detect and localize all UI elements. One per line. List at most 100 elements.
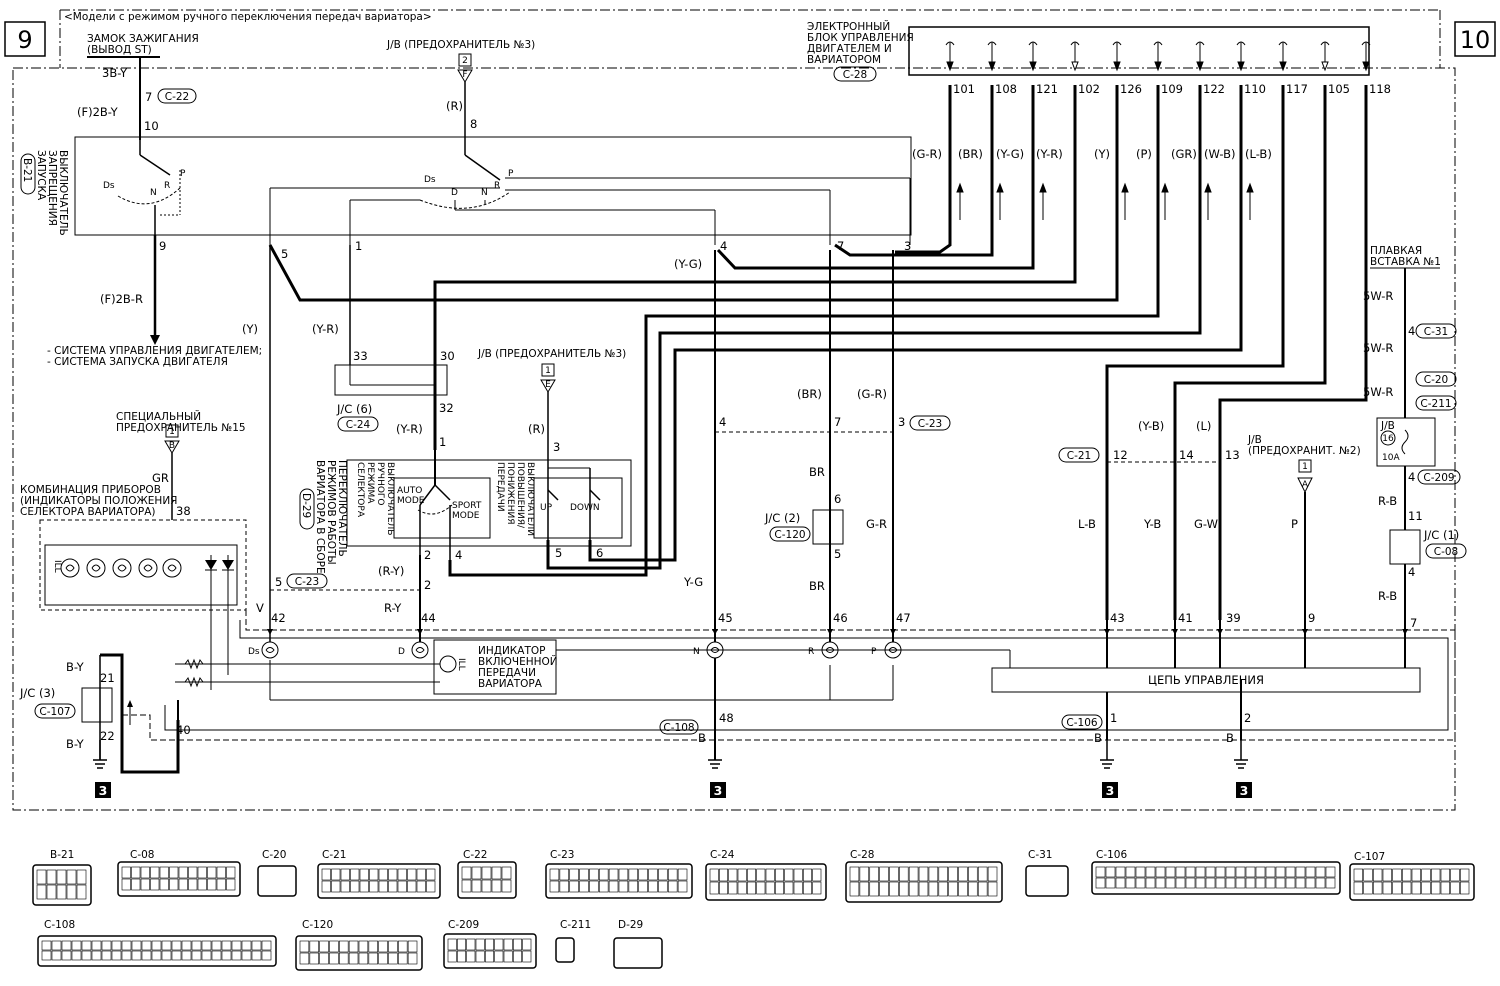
connector-cell — [56, 884, 67, 900]
svg-text:ПЛАВКАЯ: ПЛАВКАЯ — [1370, 245, 1422, 257]
connector-pin-marker — [827, 629, 833, 635]
connector-cell — [169, 866, 179, 879]
connector-cell — [251, 940, 262, 951]
svg-text:СЕЛЕКТОРА ВАРИАТОРА): СЕЛЕКТОРА ВАРИАТОРА) — [20, 506, 156, 518]
connector-cell — [471, 879, 482, 893]
connector-cell — [628, 880, 639, 893]
svg-text:7: 7 — [837, 239, 844, 253]
page-number-left: 9 — [17, 26, 32, 54]
svg-text:3: 3 — [898, 415, 905, 429]
connector-cell — [859, 866, 870, 882]
svg-text:5: 5 — [834, 547, 841, 561]
connector-cell — [121, 878, 131, 891]
connector-cell — [150, 866, 160, 879]
connector-cell — [41, 940, 52, 951]
svg-text:(R): (R) — [446, 99, 463, 113]
selector-assembly-box — [346, 459, 632, 547]
svg-text:C-24: C-24 — [710, 849, 735, 861]
connector-cell — [1402, 868, 1412, 882]
gear-indicator-label: P — [871, 647, 877, 657]
svg-text:C-23: C-23 — [550, 849, 574, 861]
ecu-pin-number: 105 — [1328, 82, 1350, 96]
svg-text:4: 4 — [1408, 324, 1415, 338]
connector-cell — [221, 950, 232, 961]
connector-cell — [1155, 866, 1166, 878]
connector-cell — [261, 950, 272, 961]
connector-cell — [677, 868, 688, 881]
connector-cell — [340, 880, 350, 893]
connector-cell — [1115, 866, 1126, 878]
connector-cell — [1255, 877, 1266, 889]
connector-cell — [1185, 866, 1196, 878]
svg-text:C-23: C-23 — [295, 576, 319, 588]
svg-text:(BR): (BR) — [958, 147, 983, 161]
connector-cell — [178, 866, 188, 879]
connector-shape-icon — [613, 937, 663, 969]
svg-text:КОМБИНАЦИЯ ПРИБОРОВ: КОМБИНАЦИЯ ПРИБОРОВ — [20, 484, 161, 496]
connector-cell — [241, 940, 252, 951]
svg-text:(Y-G): (Y-G) — [996, 147, 1024, 161]
svg-text:(ПРЕДОХРАНИТ. №2): (ПРЕДОХРАНИТ. №2) — [1248, 445, 1361, 457]
connector-cell — [728, 868, 738, 882]
connector-cell — [407, 940, 418, 953]
svg-text:4: 4 — [455, 548, 462, 562]
connector-cell — [1440, 881, 1450, 895]
gear-indicator-filament — [265, 647, 275, 653]
connector-cell — [321, 880, 331, 893]
svg-text:2: 2 — [462, 56, 468, 66]
connector-cell — [928, 866, 939, 882]
svg-text:32: 32 — [439, 401, 454, 415]
connector-cell — [461, 866, 472, 880]
connector-cell — [299, 940, 310, 953]
connector-cell — [1175, 877, 1186, 889]
svg-text:DOWN: DOWN — [570, 503, 600, 513]
svg-text:(Y): (Y) — [1094, 147, 1110, 161]
ground-number-box — [1236, 782, 1252, 798]
connector-cell — [331, 880, 341, 893]
connector-cell — [948, 881, 958, 897]
ground-number-box — [710, 782, 726, 798]
svg-text:MODE: MODE — [452, 511, 480, 521]
svg-text:J/C (3): J/C (3) — [19, 686, 55, 700]
connector-cell — [201, 950, 212, 961]
svg-text:GR: GR — [152, 471, 169, 485]
svg-text:48: 48 — [719, 711, 734, 725]
svg-text:7: 7 — [1410, 616, 1417, 630]
svg-text:(F)2B-R: (F)2B-R — [100, 292, 143, 306]
svg-text:R: R — [164, 181, 170, 191]
connector-cell — [918, 866, 929, 882]
connector-cell — [1315, 877, 1326, 889]
connector-cell — [1205, 877, 1216, 889]
svg-text:B: B — [1094, 731, 1102, 745]
svg-text:ИНДИКАТОР: ИНДИКАТОР — [478, 645, 545, 657]
connector-cell — [1245, 866, 1256, 878]
connector-cell — [141, 940, 152, 951]
svg-text:1: 1 — [1302, 462, 1308, 472]
svg-text:UP: UP — [540, 503, 553, 513]
connector-cell — [1285, 877, 1296, 889]
svg-text:ПЕРЕДАЧИ: ПЕРЕДАЧИ — [495, 462, 505, 512]
connector-cell — [151, 940, 162, 951]
connector-cell — [608, 880, 619, 893]
connector-cell — [1195, 866, 1206, 878]
connector-cell — [968, 881, 978, 897]
connector-cell — [369, 880, 379, 893]
svg-text:- СИСТЕМА УПРАВЛЕНИЯ ДВИГАТЕЛЕ: - СИСТЕМА УПРАВЛЕНИЯ ДВИГАТЕЛЕМ; — [47, 345, 262, 357]
connector-cell — [1411, 881, 1421, 895]
connector-cell — [216, 866, 226, 879]
ground-number: 3 — [1106, 783, 1115, 798]
connector-cell — [447, 938, 457, 951]
connector-cell — [1431, 881, 1441, 895]
connector-shape-icon — [32, 864, 92, 906]
connector-cell — [150, 878, 160, 891]
ecu-pin-arrow — [1279, 61, 1287, 72]
connector-cell — [638, 880, 648, 893]
connector-cell — [958, 866, 968, 882]
gear-indicator-label: N — [693, 647, 700, 657]
page-number-left-box — [4, 21, 46, 57]
connector-cell — [747, 868, 756, 882]
connector-cell — [340, 868, 350, 881]
connector-cell — [171, 940, 182, 951]
connector-cell — [416, 868, 426, 881]
connector-cell — [889, 866, 899, 882]
